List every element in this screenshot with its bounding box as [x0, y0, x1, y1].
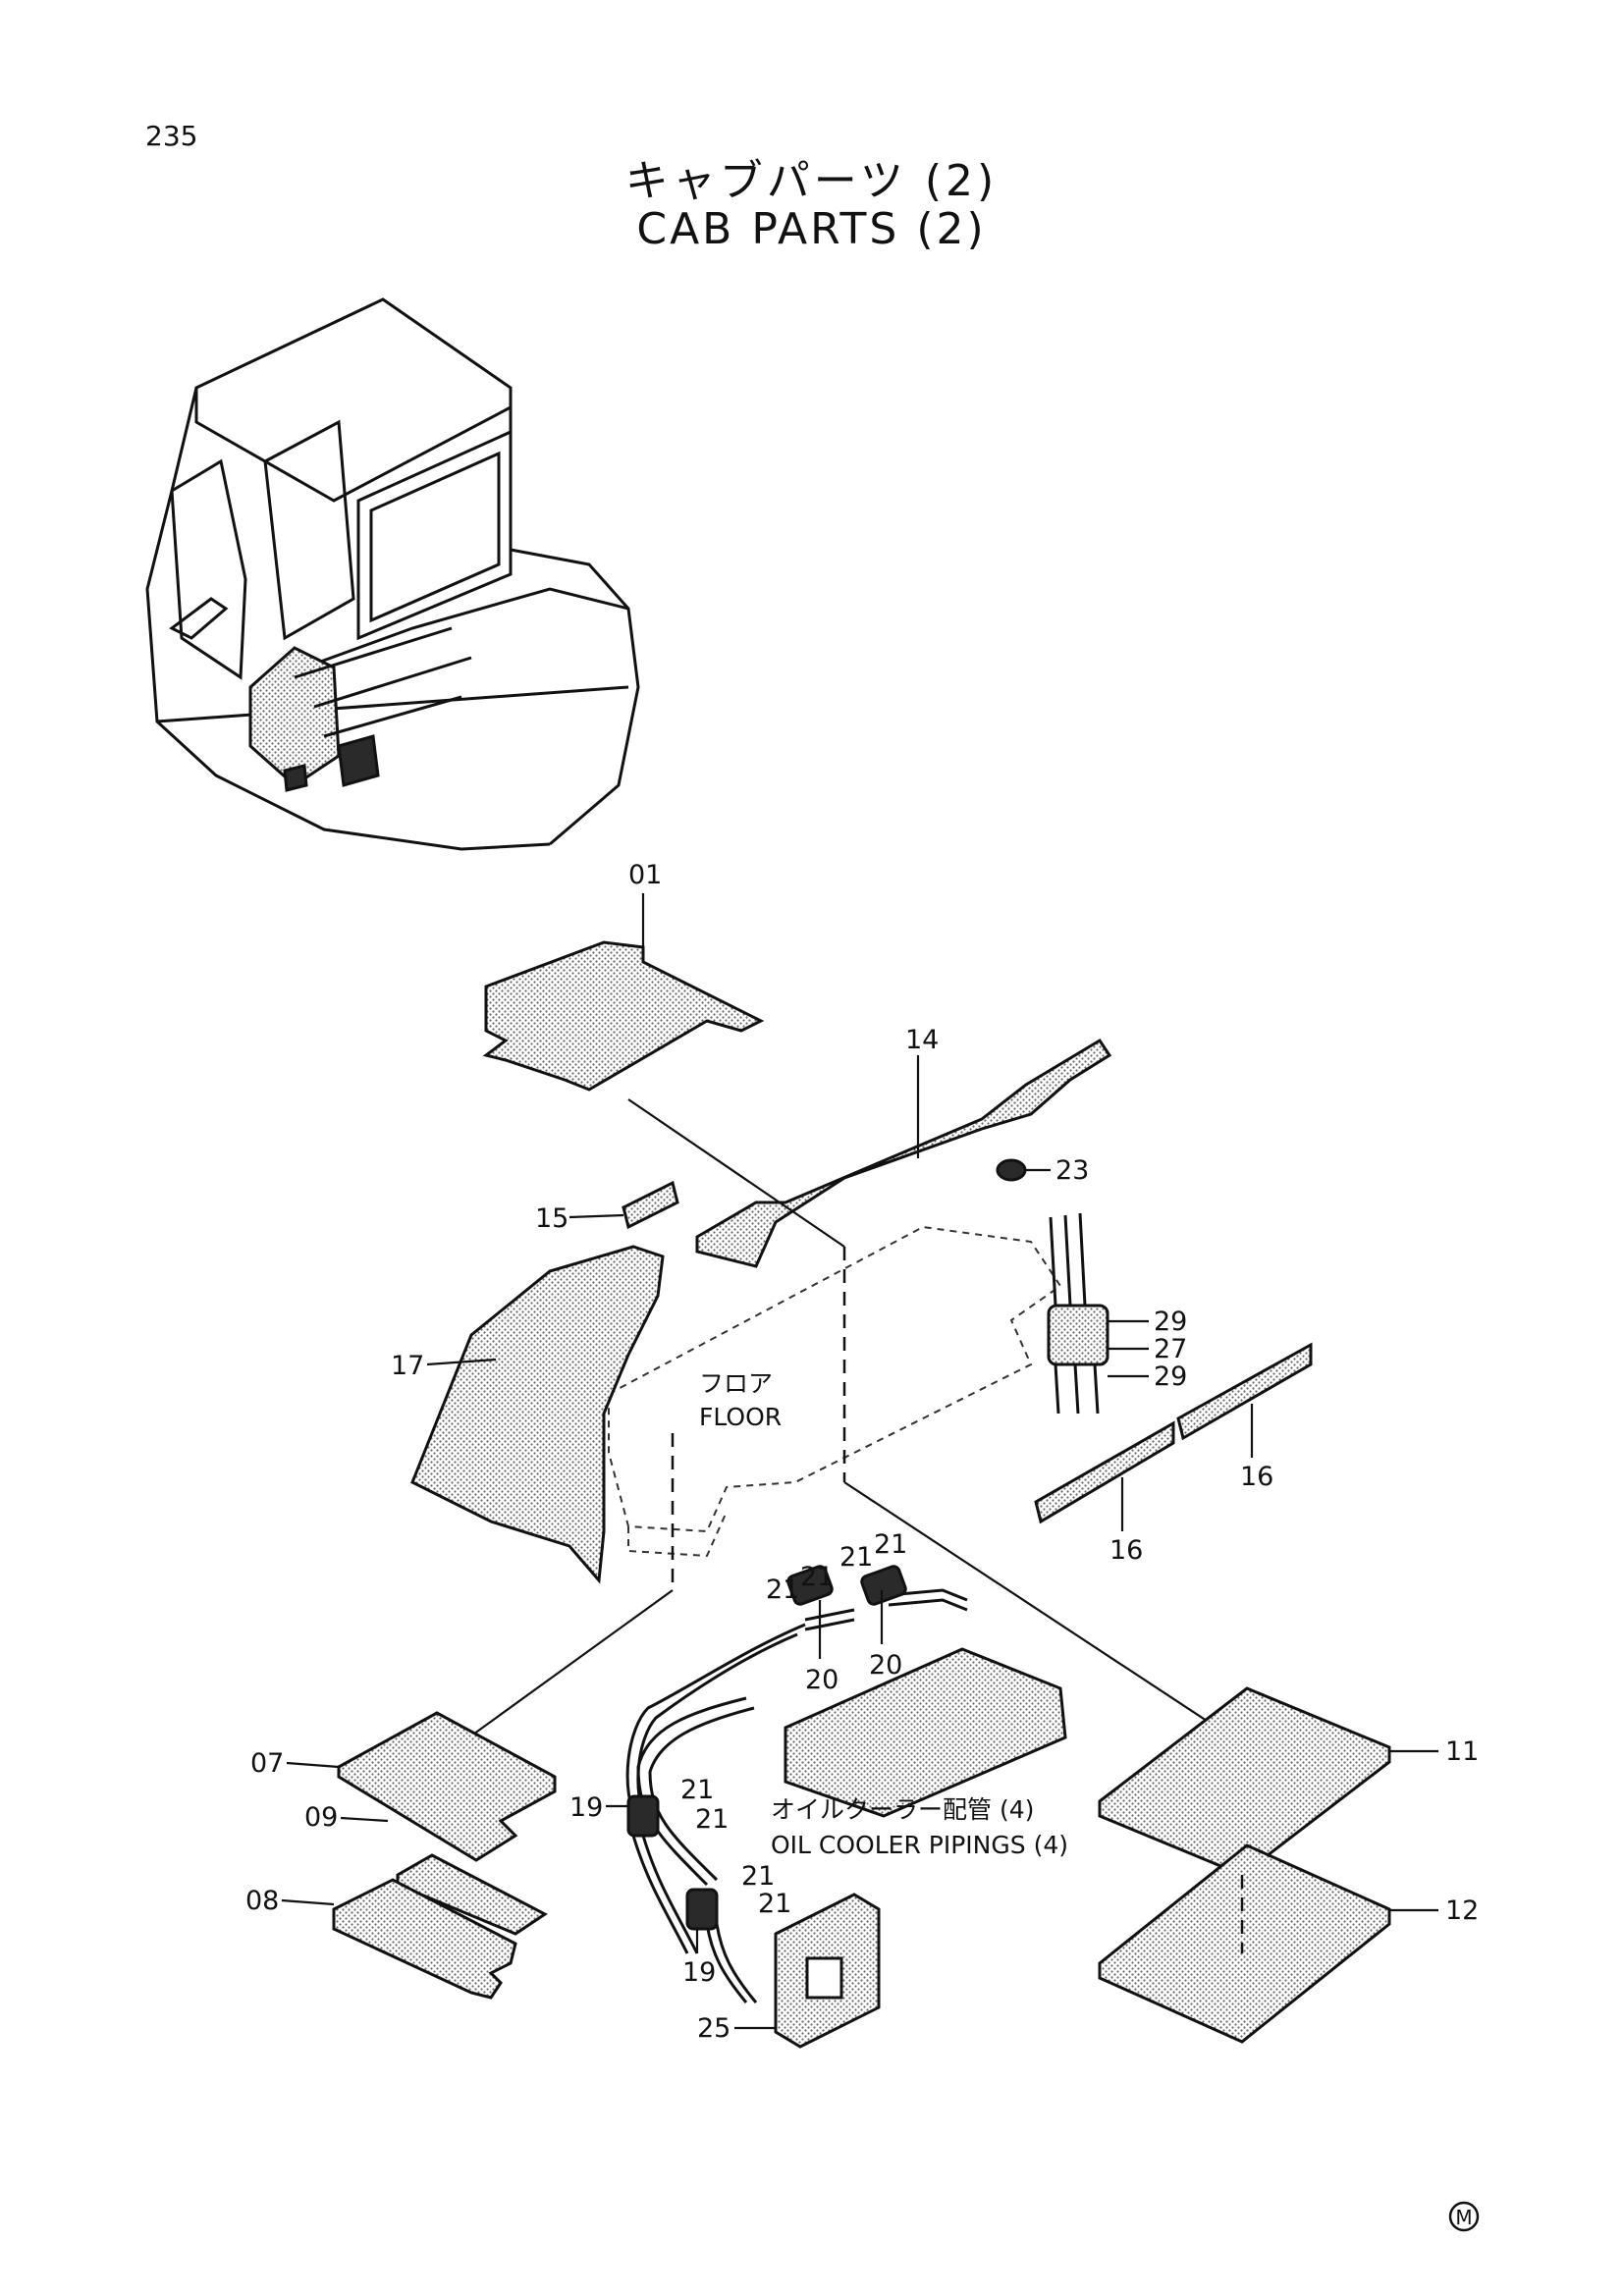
callout-20-a: 20 — [805, 1665, 839, 1695]
callout-19-lower: 19 — [682, 1957, 716, 1988]
callout-21-f: 21 — [695, 1804, 729, 1835]
page-number: 235 — [145, 120, 198, 152]
part-08-pad — [332, 1878, 517, 2000]
callout-25: 25 — [697, 2013, 730, 2044]
callout-07: 07 — [250, 1748, 284, 1779]
callout-21-e: 21 — [680, 1775, 714, 1805]
callout-23: 23 — [1055, 1155, 1089, 1186]
floor-outline — [608, 1225, 1062, 1558]
part-23-grommet — [996, 1158, 1027, 1182]
callout-15: 15 — [535, 1203, 568, 1234]
callout-12: 12 — [1445, 1896, 1479, 1926]
floor-label-japanese: フロア — [699, 1369, 773, 1398]
callout-16-lower: 16 — [1109, 1535, 1143, 1566]
m-mark-letter: M — [1455, 2206, 1472, 2229]
page-title-japanese: キャブパーツ (2) — [624, 156, 999, 206]
part-07-pad — [337, 1711, 557, 1862]
page-title-english: CAB PARTS (2) — [636, 204, 987, 254]
callout-21-g: 21 — [741, 1861, 775, 1892]
part-01-floor-mat — [482, 940, 765, 1092]
callout-21-a: 21 — [766, 1575, 799, 1605]
oil-cooler-label-english: OIL COOLER PIPINGS (4) — [771, 1831, 1068, 1859]
callout-21-d: 21 — [874, 1529, 907, 1560]
callout-11: 11 — [1445, 1736, 1479, 1767]
callout-27: 27 — [1154, 1334, 1187, 1364]
callout-21-b: 21 — [800, 1562, 834, 1592]
part-11-mat — [1098, 1686, 1391, 1877]
cab-overview-illustration — [145, 297, 640, 851]
callout-29-lower: 29 — [1154, 1362, 1187, 1392]
callout-21-c: 21 — [839, 1542, 873, 1573]
oil-cooler-label-japanese: オイルクーラー配管 (4) — [771, 1795, 1034, 1824]
part-27-29-hose-clamp — [1047, 1212, 1109, 1415]
part-12-mat — [1098, 1843, 1391, 2044]
callout-14: 14 — [905, 1025, 939, 1055]
callout-20-b: 20 — [869, 1650, 902, 1681]
callout-19-upper: 19 — [569, 1792, 603, 1823]
part-15-pad — [622, 1180, 679, 1230]
oil-cooler-pipings — [625, 1565, 1067, 2003]
callout-01: 01 — [628, 860, 662, 890]
part-16-strip-lower — [1034, 1420, 1175, 1524]
part-14-floor-strip — [695, 1038, 1112, 1268]
part-17-side-panel — [410, 1245, 665, 1584]
floor-label-english: FLOOR — [699, 1403, 782, 1431]
part-16-strip-upper — [1176, 1342, 1313, 1441]
callout-17: 17 — [391, 1351, 424, 1381]
callout-08: 08 — [245, 1886, 279, 1916]
callout-21-h: 21 — [758, 1889, 791, 1919]
circled-m-mark — [1448, 2201, 1480, 2232]
callout-16-upper: 16 — [1240, 1462, 1273, 1492]
callout-29-upper: 29 — [1154, 1307, 1187, 1337]
callout-09: 09 — [304, 1802, 338, 1833]
